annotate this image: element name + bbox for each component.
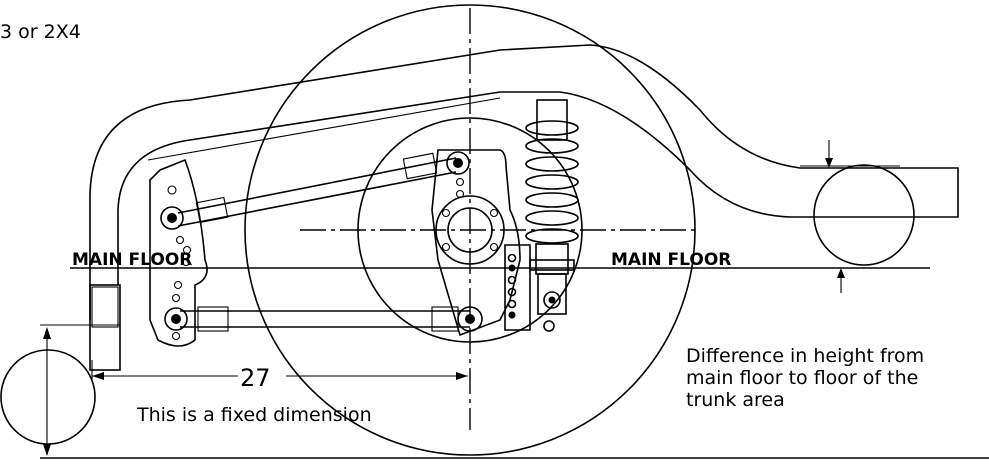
axle-hub-inner — [447, 207, 493, 253]
shock-adjuster-bracket — [504, 244, 531, 331]
lower-link-bracket — [149, 158, 208, 347]
height-note-line1: Difference in height from — [686, 345, 924, 367]
shock-lower-eye — [543, 291, 561, 309]
frame-mount-block-inner — [91, 286, 119, 328]
left-height-arrowhead-top — [43, 327, 51, 339]
lower-link-bar — [180, 306, 470, 332]
shock-lower-body — [537, 273, 567, 315]
shock-adjustment-holes — [507, 253, 517, 319]
lower-link-rod-end-left — [164, 307, 188, 331]
frame-mount-block — [89, 284, 121, 371]
shock-lower-eye-bolt — [548, 296, 556, 304]
shock-upper-mount — [536, 99, 568, 141]
bracket-holes — [167, 185, 192, 341]
upper-link-rod-end-left — [160, 206, 184, 230]
lower-link-rod-end-left-bolt — [171, 314, 181, 324]
dimension-27-arrowhead-left — [92, 372, 104, 380]
height-dim-arrowhead-bottom — [837, 268, 845, 278]
upper-link-rod-end-left-bolt — [167, 213, 177, 223]
lower-link-rod-end-right-bolt — [465, 314, 475, 324]
height-dim-arrowhead-top — [825, 158, 833, 168]
fixed-dimension-note: This is a fixed dimension — [136, 404, 372, 426]
coil-spring — [525, 120, 579, 244]
frame-rail-outer — [89, 44, 959, 320]
frame-rail-inner — [147, 97, 501, 161]
main-floor-right-label: MAIN FLOOR — [611, 250, 731, 270]
main-floor-left-label: MAIN FLOOR — [72, 250, 192, 270]
shock-bottom-bolt — [543, 320, 555, 332]
left-height-arrowhead-bottom — [43, 444, 51, 456]
height-note-line3: trunk area — [686, 389, 785, 411]
left-reference-tube — [0, 349, 96, 445]
axle-hub-bolts — [441, 177, 499, 252]
trunk-crossmember-tube — [813, 164, 915, 266]
upper-link-rod-end-right-bolt — [453, 158, 463, 168]
axle-housing-bracket — [431, 149, 521, 337]
axle-hub-outer — [435, 195, 505, 265]
height-note-line2: main floor to floor of the — [686, 367, 918, 389]
top-left-note: 3 or 2X4 — [0, 21, 81, 43]
dimension-27-arrowhead-right — [456, 372, 468, 380]
upper-link-rod-end-right — [446, 151, 470, 175]
dimension-27-value: 27 — [240, 364, 271, 392]
upper-link-bar — [177, 152, 457, 227]
